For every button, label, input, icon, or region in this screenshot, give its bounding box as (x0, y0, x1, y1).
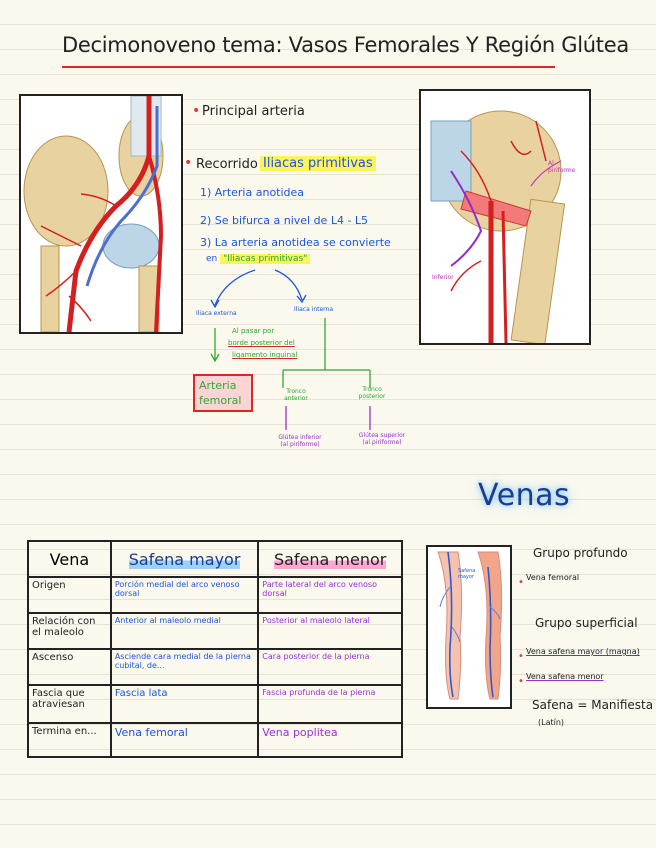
step-2: 2) Se bifurca a nivel de L4 - L5 (200, 214, 369, 227)
cell-mayor: Asciende cara medial de la pierna cubita… (109, 648, 260, 686)
grupo-superficial: Grupo superficial (535, 616, 638, 630)
table-row: Fascia que atraviesan Fascia lata Fascia… (27, 684, 403, 724)
cell-menor: Cara posterior de la pierna (257, 648, 403, 686)
tronco-posterior: Tronco posterior (358, 386, 386, 400)
safena-definition: Safena = Manifiesta (532, 698, 654, 712)
row-label: Origen (27, 576, 112, 614)
tronco-anterior: Tronco anterior (284, 388, 308, 402)
table-row: Ascenso Asciende cara medial de la piern… (27, 648, 403, 686)
cell-menor: Posterior al maleolo lateral (257, 612, 403, 650)
cell-menor: Parte lateral del arco venoso dorsal (257, 576, 403, 614)
bullet-vena-femoral: • (518, 577, 524, 588)
venas-table: Vena Safena mayor Safena menor Origen Po… (27, 540, 403, 758)
cell-mayor: Vena femoral (109, 722, 260, 758)
safena-latin: (Latín) (538, 718, 565, 727)
note-line-c: ligamento inguinal (232, 351, 298, 359)
table-row: Termina en... Vena femoral Vena poplitea (27, 722, 403, 758)
cell-mayor: Porción medial del arco venoso dorsal (109, 576, 260, 614)
right-branch-label: Iliaca interna (294, 306, 334, 313)
note-line-b: borde posterior del (228, 339, 295, 347)
left-branch-label: Iliaca externa (196, 310, 237, 317)
glutea-inferior: Glútea inferior (al piriforme) (278, 434, 322, 448)
bullet-principal: • (192, 103, 201, 119)
step-1: 1) Arteria anotidea (200, 186, 305, 199)
principal-arteria-text: Principal arteria (202, 104, 305, 119)
table-header-row: Vena Safena mayor Safena menor (27, 540, 403, 578)
img2-label-inferior: Inferior (432, 274, 454, 281)
title-underline (62, 66, 555, 68)
row-label: Relación con el maleolo (27, 612, 112, 650)
note-line-a: Al pasar por (232, 327, 275, 335)
cell-mayor: Anterior al maleolo medial (109, 612, 260, 650)
arteria-femoral-box: Arteria femoral (193, 374, 253, 412)
gluteal-region-image (419, 89, 591, 345)
step-3b: en "Iliacas primitivas" (206, 254, 311, 264)
cell-menor: Vena poplitea (257, 722, 403, 758)
row-label: Termina en... (27, 722, 112, 758)
safena-mayor-item: Vena safena mayor (magna) (526, 647, 640, 656)
header-safena-menor: Safena menor (257, 540, 403, 578)
recorrido-value: Iliacas primitivas (260, 156, 376, 171)
pelvis-arteries-image (19, 94, 183, 334)
recorrido-label: Recorrido : (196, 157, 267, 172)
header-safena-mayor-text: Safena mayor (128, 549, 241, 569)
page-title: Decimonoveno tema: Vasos Femorales Y Reg… (62, 33, 629, 57)
step-3b-value: "Iliacas primitivas" (220, 254, 311, 264)
grupo-profundo: Grupo profundo (533, 546, 628, 560)
bullet-safena-menor: • (518, 676, 524, 687)
table-row: Relación con el maleolo Anterior al male… (27, 612, 403, 650)
table-row: Origen Porción medial del arco venoso do… (27, 576, 403, 614)
cell-mayor: Fascia lata (109, 684, 260, 724)
header-vena-text: Vena (49, 549, 90, 569)
cell-menor: Fascia profunda de la pierna (257, 684, 403, 724)
vena-femoral: Vena femoral (526, 573, 580, 582)
row-label: Fascia que atraviesan (27, 684, 112, 724)
header-safena-menor-text: Safena menor (273, 549, 387, 569)
bullet-safena-mayor: • (518, 651, 524, 662)
header-safena-mayor: Safena mayor (109, 540, 260, 578)
img2-label-piriforme: Al piriforme (548, 160, 576, 174)
bullet-recorrido: • (184, 155, 193, 171)
glutea-superior: Glútea superior (al piriforme) (358, 432, 406, 446)
step-3b-prefix: en (206, 254, 218, 264)
venas-title: Venas (478, 478, 571, 513)
header-vena: Vena (27, 540, 112, 578)
safena-menor-item: Vena safena menor (526, 672, 604, 681)
step-3a: 3) La arteria anotidea se convierte (200, 236, 391, 249)
leg-veins-image (426, 545, 512, 709)
leg-label: Safena mayor (458, 568, 476, 580)
artery-tree-lines (210, 269, 371, 430)
row-label: Ascenso (27, 648, 112, 686)
